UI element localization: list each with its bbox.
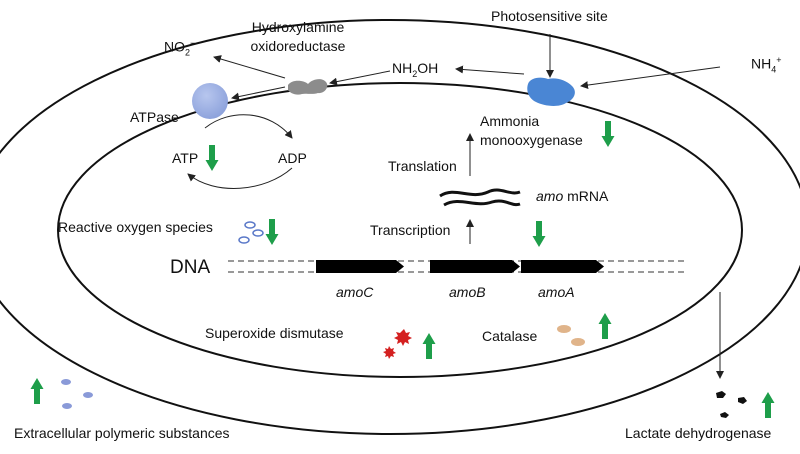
regulation-down-arrow-amo-mrna bbox=[532, 221, 546, 247]
transcription-label: Transcription bbox=[370, 222, 451, 238]
arrow-nh4-to-amo bbox=[580, 66, 721, 90]
arrow-hao-to-atpase bbox=[231, 86, 286, 101]
ros-label: Reactive oxygen species bbox=[58, 219, 213, 235]
arrow-nh2oh-to-hao bbox=[329, 70, 391, 86]
gene-amoA bbox=[521, 260, 604, 273]
arrow-amo-to-nh2oh bbox=[455, 65, 525, 75]
photosensitive-site-label: Photosensitive site bbox=[491, 8, 608, 24]
atpase-label: ATPase bbox=[130, 109, 179, 125]
regulation-down-arrow-reactive-oxygen-species bbox=[265, 219, 279, 245]
regulation-down-arrow-ammonia-monooxygenase bbox=[601, 121, 615, 147]
ldh-particle-2 bbox=[738, 397, 747, 404]
cycle-arrow-adp-to-atp bbox=[187, 167, 293, 189]
ldh-particle-3 bbox=[720, 412, 729, 418]
mrna-squiggle-2 bbox=[443, 199, 521, 207]
nh4-label: NH4+ bbox=[751, 55, 782, 75]
regulation-up-arrow-catalase bbox=[598, 313, 612, 339]
atpase-sphere bbox=[192, 83, 228, 119]
regulation-down-arrow-atp bbox=[205, 145, 219, 171]
outer-membrane bbox=[0, 19, 800, 435]
sod-particle-2 bbox=[383, 346, 396, 359]
dna-label: DNA bbox=[170, 257, 211, 278]
arrow-hao-to-no2 bbox=[213, 55, 286, 79]
amo-mrna-label: amo mRNA bbox=[536, 188, 609, 204]
sod-label: Superoxide dismutase bbox=[205, 325, 344, 341]
regulation-up-arrow-lactate-dehydrogenase bbox=[761, 392, 775, 418]
atp-label: ATP bbox=[172, 150, 199, 166]
amo-enzyme-shape bbox=[527, 77, 575, 106]
ldh-particle-1 bbox=[716, 391, 726, 398]
catalase-particle-2 bbox=[571, 338, 585, 346]
regulation-up-arrow-extracellular-polymeric-substances bbox=[30, 378, 44, 404]
eps-label: Extracellular polymeric substances bbox=[14, 425, 230, 441]
hao-label: Hydroxylamine oxidoreductase bbox=[250, 19, 346, 54]
amoA-label: amoA bbox=[538, 284, 575, 300]
eps-particle-1 bbox=[61, 379, 71, 385]
mrna-squiggle-1 bbox=[439, 188, 521, 198]
sod-particle-1 bbox=[394, 329, 412, 346]
ammonia-monooxygenase-label: Ammonia monooxygenase bbox=[480, 113, 583, 148]
translation-label: Translation bbox=[388, 158, 457, 174]
catalase-particle-1 bbox=[557, 325, 571, 333]
no2-label: NO2− bbox=[164, 38, 196, 58]
amoB-label: amoB bbox=[449, 284, 486, 300]
ldh-label: Lactate dehydrogenase bbox=[625, 425, 772, 441]
amoC-label: amoC bbox=[336, 284, 374, 300]
ros-particle-2 bbox=[252, 229, 264, 237]
regulation-up-arrow-superoxide-dismutase bbox=[422, 333, 436, 359]
cycle-arrow-atp-to-adp bbox=[204, 114, 293, 139]
adp-label: ADP bbox=[278, 150, 307, 166]
eps-particle-2 bbox=[83, 392, 93, 398]
catalase-label: Catalase bbox=[482, 328, 538, 344]
gene-amoC bbox=[316, 260, 404, 273]
ros-particle-3 bbox=[238, 236, 250, 244]
ros-particle-1 bbox=[244, 221, 256, 229]
nh2oh-label: NH2OH bbox=[392, 60, 439, 79]
hao-enzyme-shape bbox=[288, 79, 328, 95]
eps-particle-3 bbox=[62, 403, 72, 409]
inner-membrane bbox=[57, 82, 743, 378]
gene-amoB bbox=[430, 260, 520, 273]
